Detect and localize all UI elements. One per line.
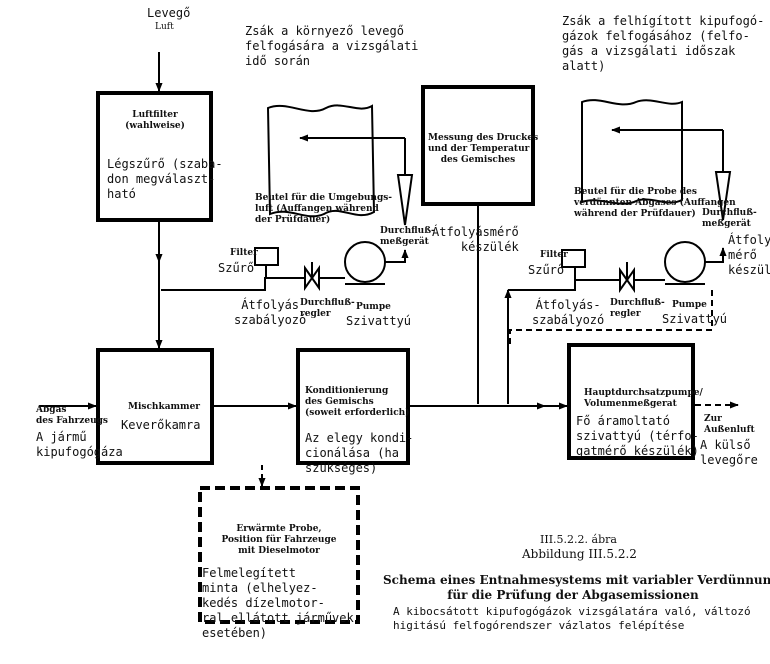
ambient-bag-de: Beutel für die Umgebungs- luft (Auffange… bbox=[255, 193, 393, 225]
left-meter-de: Durchfluß- meßgerät bbox=[380, 226, 435, 247]
measurement-de: Messung des Druckes und der Temperatur d… bbox=[428, 133, 539, 165]
left-pump-de: Pumpe bbox=[356, 302, 391, 312]
outlet-de: Zur Außenluft bbox=[704, 414, 755, 435]
air-filter-box bbox=[96, 91, 213, 222]
air-filter-hu: Légszűrő (szaba- don megválaszt- ható bbox=[107, 157, 223, 201]
main-pump-de: Hauptdurchsatzpumpe/ Volumenmeßgerat bbox=[584, 388, 703, 409]
mixing-chamber-hu: Keverőkamra bbox=[121, 418, 201, 432]
right-meter-de: Durchfluß- meßgerät bbox=[702, 208, 757, 229]
heated-probe-box bbox=[198, 486, 360, 624]
exhaust-label-de: Abgas des Fahrzeugs bbox=[36, 405, 108, 426]
left-flowmeter bbox=[396, 174, 414, 226]
mixing-chamber-de: Mischkammer bbox=[128, 402, 201, 412]
main-pump-feedback-dashed bbox=[509, 290, 713, 345]
exhaust-label-hu: A jármű kipufogógáza bbox=[36, 430, 123, 459]
conditioning-hu: Az elegy kondi- cionálása (ha szükséges) bbox=[305, 431, 414, 475]
right-filter-box bbox=[561, 249, 586, 268]
right-filter-de: Filter bbox=[540, 250, 568, 260]
sample-bag bbox=[581, 99, 683, 205]
left-regulator-hu: Átfolyás szabályozó bbox=[234, 298, 307, 327]
main-pump-box bbox=[567, 343, 695, 460]
left-filter-hu: Szűrő bbox=[218, 261, 255, 275]
right-regulator-valve bbox=[619, 266, 635, 294]
conditioning-box bbox=[296, 348, 410, 465]
right-pump-de: Pumpe bbox=[672, 300, 707, 310]
figure-number-hu: III.5.2.2. ábra bbox=[540, 533, 617, 546]
sample-bag-de: Beutel für die Probe des verdünnten Abga… bbox=[574, 187, 736, 219]
heated-probe-hu: Felmelegített minta (elhelyez- kedés díz… bbox=[202, 566, 354, 640]
air-label-de: Luft bbox=[155, 22, 174, 32]
right-meter-hu: Átfolyás- mérő készülék bbox=[728, 233, 770, 277]
right-pump-to-meter bbox=[705, 247, 727, 263]
left-filter-box bbox=[254, 247, 279, 266]
figure-title-hu: A kibocsátott kipufogógázok vizsgálatára… bbox=[393, 605, 751, 632]
ambient-bag-hu: Zsák a környező levegő felfogására a viz… bbox=[245, 24, 419, 68]
figure-number-de: Abbildung III.5.2.2 bbox=[522, 547, 637, 561]
main-pump-hu: Fő áramoltató szivattyú (térfo- gatmérő … bbox=[576, 414, 699, 458]
left-meter-hu: Átfolyásmérő készülék bbox=[432, 225, 519, 254]
air-filter-de: Luftfilter (wahlweise) bbox=[125, 110, 185, 131]
right-sampling-line bbox=[508, 279, 620, 291]
mixing-chamber-box bbox=[96, 348, 214, 465]
right-pump-hu: Szivattyú bbox=[662, 312, 728, 326]
right-regulator-hu: Átfolyás- szabályozó bbox=[532, 298, 605, 327]
right-filter-hu: Szűrő bbox=[528, 263, 565, 277]
air-label-hu: Levegő bbox=[147, 6, 191, 20]
right-pump-circle bbox=[664, 241, 706, 283]
conditioning-de: Konditionierung des Gemischs (soweit erf… bbox=[305, 386, 410, 418]
heated-probe-de: Erwärmte Probe, Position für Fahrzeuge m… bbox=[221, 524, 337, 556]
figure-title-de: Schema eines Entnahmesystems mit variabl… bbox=[383, 573, 770, 602]
sample-bag-hu: Zsák a felhígított kipufogó- gázok felfo… bbox=[562, 14, 765, 73]
left-sampling-line bbox=[161, 277, 305, 291]
left-pump-circle bbox=[344, 241, 386, 283]
left-filter-de: Filter bbox=[230, 248, 258, 258]
measurement-box bbox=[421, 85, 535, 206]
left-pump-hu: Szivattyú bbox=[346, 314, 412, 328]
left-pump-to-meter bbox=[385, 249, 409, 263]
right-regulator-de: Durchfluß- regler bbox=[610, 298, 665, 319]
left-regulator-de: Durchfluß- regler bbox=[300, 298, 355, 319]
ambient-air-bag bbox=[266, 104, 376, 218]
outlet-hu: A külső levegőre bbox=[700, 438, 758, 467]
left-regulator-valve bbox=[304, 264, 320, 292]
